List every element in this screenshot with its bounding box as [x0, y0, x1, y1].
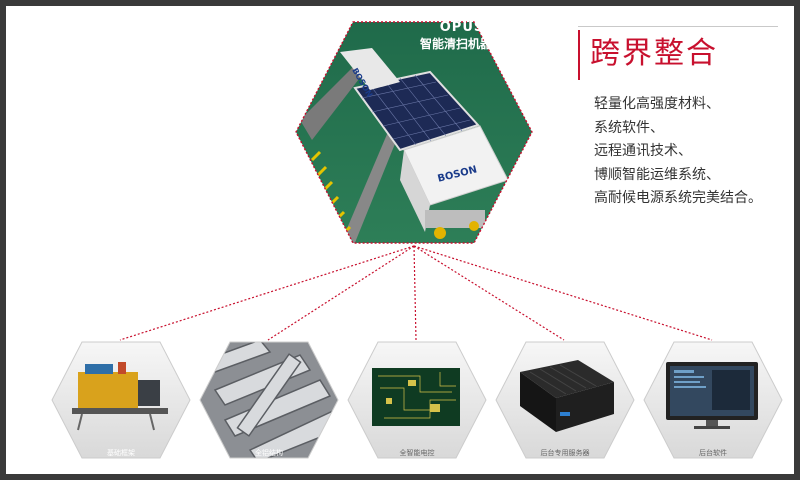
connector-line [413, 245, 713, 341]
aluminum-profile-icon [203, 342, 338, 458]
product-name-cn: 智能清扫机器人 [420, 37, 505, 51]
component-thumbnail [644, 342, 782, 458]
feature-item: 高耐候电源系统完美结合。 [594, 190, 762, 206]
feature-item: 博顺智能运维系统、 [594, 166, 720, 183]
title-divider [578, 26, 778, 27]
component-label: 基础框架 [107, 449, 135, 457]
title-accent-bar [578, 30, 580, 80]
product-title: OPUS 智能清扫机器人 [420, 20, 504, 52]
section-title: 跨界整合 [590, 36, 718, 71]
machine-icon [72, 362, 168, 431]
component-label: 全智能电控 [399, 449, 435, 457]
connector-line [119, 245, 415, 341]
feature-item: 系统软件、 [594, 119, 664, 136]
component-thumbnail [52, 342, 190, 458]
connector-lines [119, 245, 713, 341]
component-thumbnail [200, 342, 338, 458]
connector-line [413, 245, 565, 341]
component-thumbnail [496, 342, 634, 458]
server-box-icon [520, 360, 614, 432]
circuit-board-icon [372, 368, 460, 426]
connector-line [267, 245, 415, 341]
feature-item: 远程通讯技术、 [594, 143, 692, 159]
component-label: 后台软件 [699, 449, 727, 457]
monitor-icon [666, 362, 758, 429]
product-hexagon: BOSON BOSON [295, 21, 533, 244]
connector-line [413, 245, 417, 341]
product-name-en: OPUS [439, 20, 485, 35]
thumbnail-outlines [51, 341, 783, 459]
feature-list: 轻量化高强度材料、 系统软件、 远程通讯技术、 博顺智能运维系统、 高耐候电源系… [594, 93, 762, 211]
component-label: 后台专用服务器 [540, 449, 590, 457]
component-thumbnail [348, 342, 486, 458]
feature-item: 轻量化高强度材料、 [594, 96, 720, 112]
component-label: 全铝结构 [255, 449, 283, 457]
